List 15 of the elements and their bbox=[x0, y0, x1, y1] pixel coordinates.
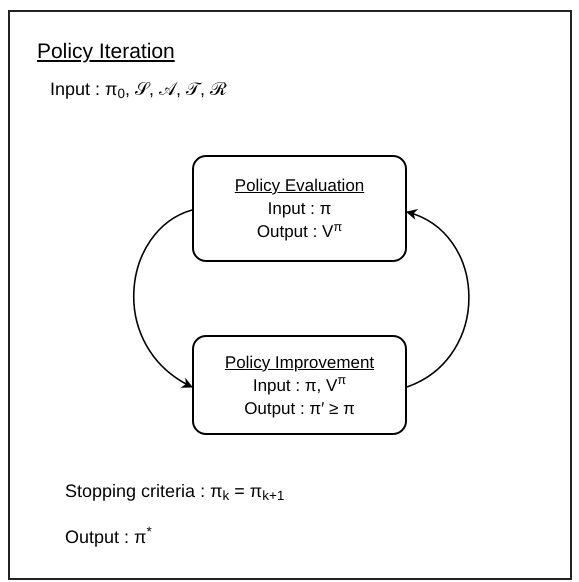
process-box bbox=[192, 335, 407, 435]
output-text: Output : π$^{*}$ bbox=[65, 524, 152, 549]
frame-heading: Policy Iteration bbox=[37, 39, 175, 65]
frame-box bbox=[8, 10, 572, 580]
box-heading: Policy Evaluation bbox=[234, 175, 364, 197]
box-text: Output : V$^{π}$ bbox=[256, 220, 342, 243]
box-text: Input : π, V$^{π}$ bbox=[252, 374, 346, 396]
arrow bbox=[406, 210, 470, 388]
box-text: Input : π bbox=[268, 198, 332, 220]
arrow bbox=[133, 209, 193, 388]
box-text: Output : π′ ≥ π bbox=[244, 398, 355, 420]
box-heading: Policy Improvement bbox=[224, 352, 374, 374]
stopping-criteria-text: Stopping criteria : π$_{k}$ = π$_{k+1}$ bbox=[65, 480, 284, 505]
process-box bbox=[192, 155, 407, 262]
input-text: Input : π$_{0}$, 𝒮, 𝒜, 𝒯, ℛ bbox=[50, 78, 227, 103]
